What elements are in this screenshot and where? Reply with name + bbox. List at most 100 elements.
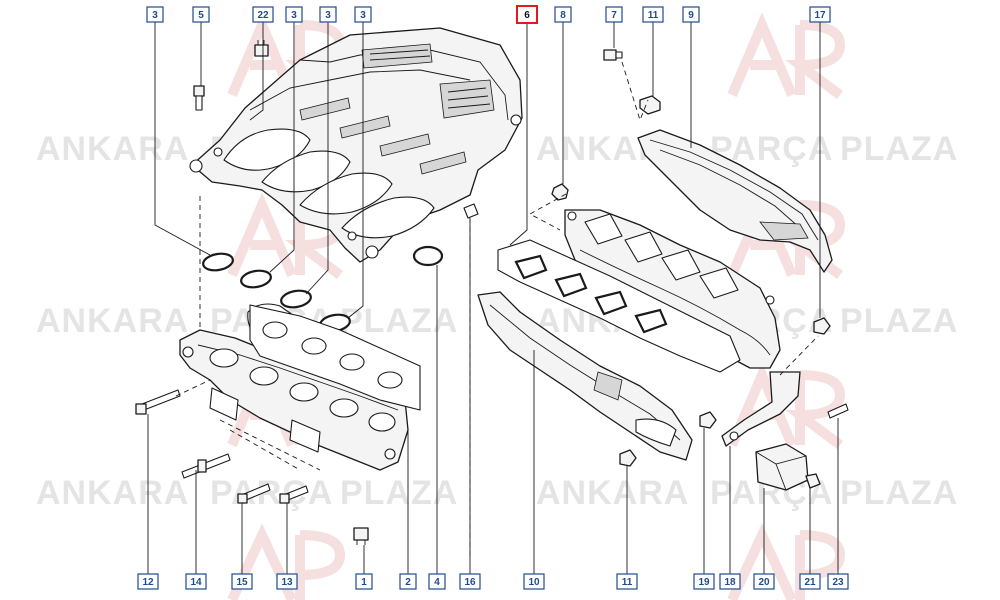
watermark-brand-right: PLAZA: [340, 302, 458, 340]
callout-label: 3: [325, 10, 331, 21]
nut-part-8: [551, 183, 569, 201]
bolt-head-12: [135, 403, 147, 415]
watermark-brand-left: ANKARA: [36, 474, 189, 512]
callout-label: 16: [464, 577, 476, 588]
bracket-part-20: [755, 443, 809, 491]
watermark-brand-left: ANKARA: [36, 302, 189, 340]
callout-label: 2: [405, 577, 411, 588]
watermark-logo-icon: [227, 192, 346, 279]
watermark-brand-right: PLAZA: [840, 130, 958, 168]
callout-label: 3: [360, 10, 366, 21]
callouts-top: 3 5 22 3 3 3 6 8 7 11 9 17: [146, 5, 831, 24]
callout-11[interactable]: 11: [616, 573, 638, 590]
callout-3[interactable]: 3: [285, 6, 303, 23]
callout-8[interactable]: 8: [554, 6, 572, 23]
callout-17[interactable]: 17: [809, 6, 831, 23]
bracket-part-18: [721, 371, 801, 447]
callout-22[interactable]: 22: [252, 6, 274, 23]
nut-part-11-top: [639, 95, 661, 115]
callout-label: 9: [688, 10, 694, 21]
watermark-brand-right: PLAZA: [840, 474, 958, 512]
callout-label: 3: [152, 10, 158, 21]
bolt-head-13: [279, 493, 290, 504]
watermark-brand-left: ANKARA: [36, 130, 189, 168]
callout-label: 15: [236, 577, 248, 588]
bolt-part-5: [193, 85, 205, 111]
clip-part-22: [254, 40, 269, 57]
bolt-head-15: [237, 493, 248, 504]
assembly-lines-right: [529, 61, 819, 376]
clip-part-1: [353, 527, 369, 545]
callout-13[interactable]: 13: [276, 573, 298, 590]
callout-7[interactable]: 7: [605, 6, 623, 23]
callout-label: 21: [804, 577, 816, 588]
callout-23[interactable]: 23: [827, 573, 849, 590]
callout-3[interactable]: 3: [319, 6, 337, 23]
callout-label: 23: [832, 577, 844, 588]
callout-label: 12: [142, 577, 154, 588]
bolt-part-12: [141, 389, 181, 411]
leader-lines: [147, 22, 839, 574]
watermark-logo-icon: [727, 12, 846, 99]
watermark-logo-icon: [727, 523, 846, 600]
callout-label: 18: [724, 577, 736, 588]
callout-label: 22: [257, 10, 269, 21]
heat-shield-part-9: [637, 129, 833, 273]
nut-part-19: [699, 411, 717, 429]
callout-label: 20: [758, 577, 770, 588]
throttle-gasket-part-4: [412, 245, 444, 267]
callout-15[interactable]: 15: [231, 573, 253, 590]
callout-4[interactable]: 4: [428, 573, 446, 590]
callout-3[interactable]: 3: [146, 6, 164, 23]
callout-18[interactable]: 18: [719, 573, 741, 590]
bolt-part-17: [813, 317, 831, 335]
intake-manifold-lower: [179, 303, 421, 471]
callout-label: 7: [611, 10, 617, 21]
watermark-brand-left: ANKARA: [536, 474, 689, 512]
callout-label: 14: [190, 577, 202, 588]
callout-3[interactable]: 3: [354, 6, 372, 23]
callout-14[interactable]: 14: [185, 573, 207, 590]
callout-label: 5: [198, 10, 204, 21]
callout-16[interactable]: 16: [459, 573, 481, 590]
callout-label: 10: [528, 577, 540, 588]
callout-label: 17: [814, 10, 826, 21]
callout-20[interactable]: 20: [753, 573, 775, 590]
bolt-part-21: [805, 473, 821, 489]
callout-label: 8: [560, 10, 566, 21]
callout-12[interactable]: 12: [137, 573, 159, 590]
lower-shield-part-10: [477, 291, 693, 461]
callout-9[interactable]: 9: [682, 6, 700, 23]
callout-label: 4: [434, 577, 440, 588]
callout-label: 13: [281, 577, 293, 588]
watermark-brand-right: PLAZA: [840, 302, 958, 340]
callout-19[interactable]: 19: [693, 573, 715, 590]
intake-manifold-upper: [189, 27, 523, 263]
callout-6-highlighted[interactable]: 6: [516, 5, 538, 24]
callout-21[interactable]: 21: [799, 573, 821, 590]
stud-part-23: [827, 403, 849, 419]
callout-10[interactable]: 10: [523, 573, 545, 590]
exhaust-gasket: [497, 239, 741, 373]
callout-2[interactable]: 2: [399, 573, 417, 590]
watermark-logo-icon: [227, 523, 346, 600]
callout-5[interactable]: 5: [192, 6, 210, 23]
callout-label: 19: [698, 577, 710, 588]
callout-label: 11: [622, 577, 633, 588]
stud-part-16: [463, 203, 479, 560]
exhaust-manifold: [564, 209, 781, 369]
watermark-brand-mid: PARÇA: [210, 474, 333, 512]
stud-part-7: [603, 49, 623, 61]
nut-part-11-bottom: [619, 449, 637, 467]
callout-11[interactable]: 11: [642, 6, 664, 23]
bolt-collar-14: [197, 459, 207, 473]
watermark-brand-right: PLAZA: [340, 474, 458, 512]
callout-1[interactable]: 1: [355, 573, 373, 590]
callout-label: 6: [524, 10, 530, 21]
callout-label: 1: [361, 577, 367, 588]
callouts-bottom: 12 14 15 13 1 2 4 16 10 11 19 18 20 21 2…: [137, 573, 849, 590]
callout-label: 3: [291, 10, 297, 21]
callout-label: 11: [648, 10, 659, 21]
